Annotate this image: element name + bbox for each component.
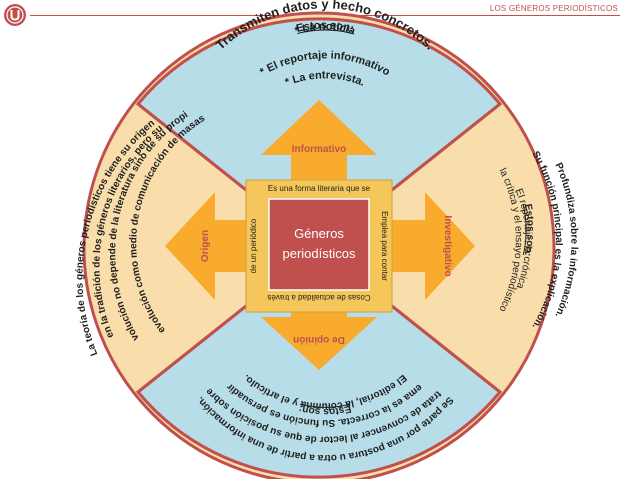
square-bottom-text: Cosas de actualidad a través [267,293,370,302]
arrow-right: Investigativo [392,192,475,300]
arrow-top: Informativo [261,100,377,182]
arrow-top-label: Informativo [292,144,346,155]
square-right-text: Emplea para contar [380,211,389,281]
right-line-2: Estos son: [522,203,536,257]
center-box [268,198,370,291]
university-logo [4,4,26,26]
arrow-left: Origen [165,192,250,300]
top-line-1: Estos son: [295,19,355,35]
arrow-left-label: Origen [200,230,211,262]
center-title-line2: periodísticos [283,246,356,261]
center-title-line1: Géneros [294,226,344,241]
arrow-bottom-label: De opinión [293,334,345,345]
square-top-text: Es una forma literaria que se [268,184,371,193]
arrow-right-label: Investigativo [442,215,453,276]
bottom-line-3: Estos son: [298,403,352,417]
square-left-text: de un periódico [249,218,258,273]
center-square: Es una forma literaria que se de un peri… [245,179,393,313]
top-line-2: * La noticia [293,21,357,38]
header-title: LOS GÉNEROS PERIODÍSTICOS [489,4,618,13]
arrow-bottom: De opinión [261,310,377,370]
